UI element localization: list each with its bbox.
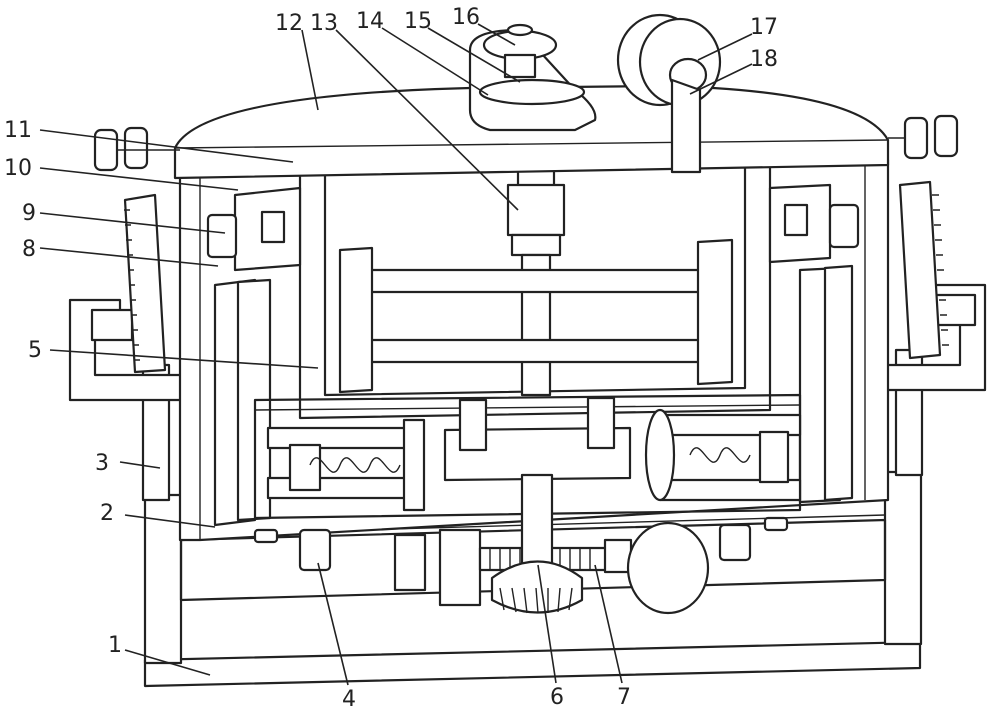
top-pulley-assembly bbox=[468, 23, 597, 132]
rack-teeth-left bbox=[124, 209, 140, 361]
label-11: 11 bbox=[4, 118, 32, 143]
label-12: 12 bbox=[275, 11, 303, 36]
leader-lines bbox=[39, 23, 753, 686]
lower-tray bbox=[253, 393, 802, 520]
label-17: 17 bbox=[750, 15, 778, 40]
side-plates bbox=[213, 264, 854, 527]
label-7: 7 bbox=[617, 685, 631, 710]
worm-thread bbox=[489, 548, 591, 570]
label-6: 6 bbox=[550, 685, 564, 710]
label-13: 13 bbox=[310, 11, 338, 36]
cross-bars bbox=[338, 238, 734, 394]
label-14: 14 bbox=[356, 9, 384, 34]
reel-and-pipe bbox=[616, 13, 722, 174]
number-labels: 1 2 3 4 5 6 7 8 9 10 11 12 13 14 15 16 1… bbox=[4, 5, 778, 712]
label-18: 18 bbox=[750, 47, 778, 72]
side-brackets bbox=[68, 283, 987, 402]
label-5: 5 bbox=[28, 338, 42, 363]
lower-feet bbox=[253, 516, 789, 572]
clamp-blocks bbox=[233, 183, 832, 272]
label-8: 8 bbox=[22, 237, 36, 262]
base-plate bbox=[143, 640, 922, 688]
label-9: 9 bbox=[22, 201, 36, 226]
label-2: 2 bbox=[100, 501, 114, 526]
bevel-teeth bbox=[499, 587, 573, 614]
rack-teeth-right bbox=[932, 194, 949, 346]
central-block bbox=[443, 396, 632, 482]
hinge-knobs bbox=[93, 114, 959, 172]
lower-drive bbox=[393, 473, 710, 615]
label-1: 1 bbox=[108, 633, 122, 658]
label-10: 10 bbox=[4, 156, 32, 181]
spring-assembly bbox=[266, 408, 802, 512]
label-3: 3 bbox=[95, 451, 109, 476]
label-15: 15 bbox=[404, 9, 432, 34]
label-16: 16 bbox=[452, 5, 480, 30]
small-cylinders bbox=[206, 203, 860, 259]
side-racks bbox=[123, 180, 949, 374]
label-4: 4 bbox=[342, 687, 356, 712]
